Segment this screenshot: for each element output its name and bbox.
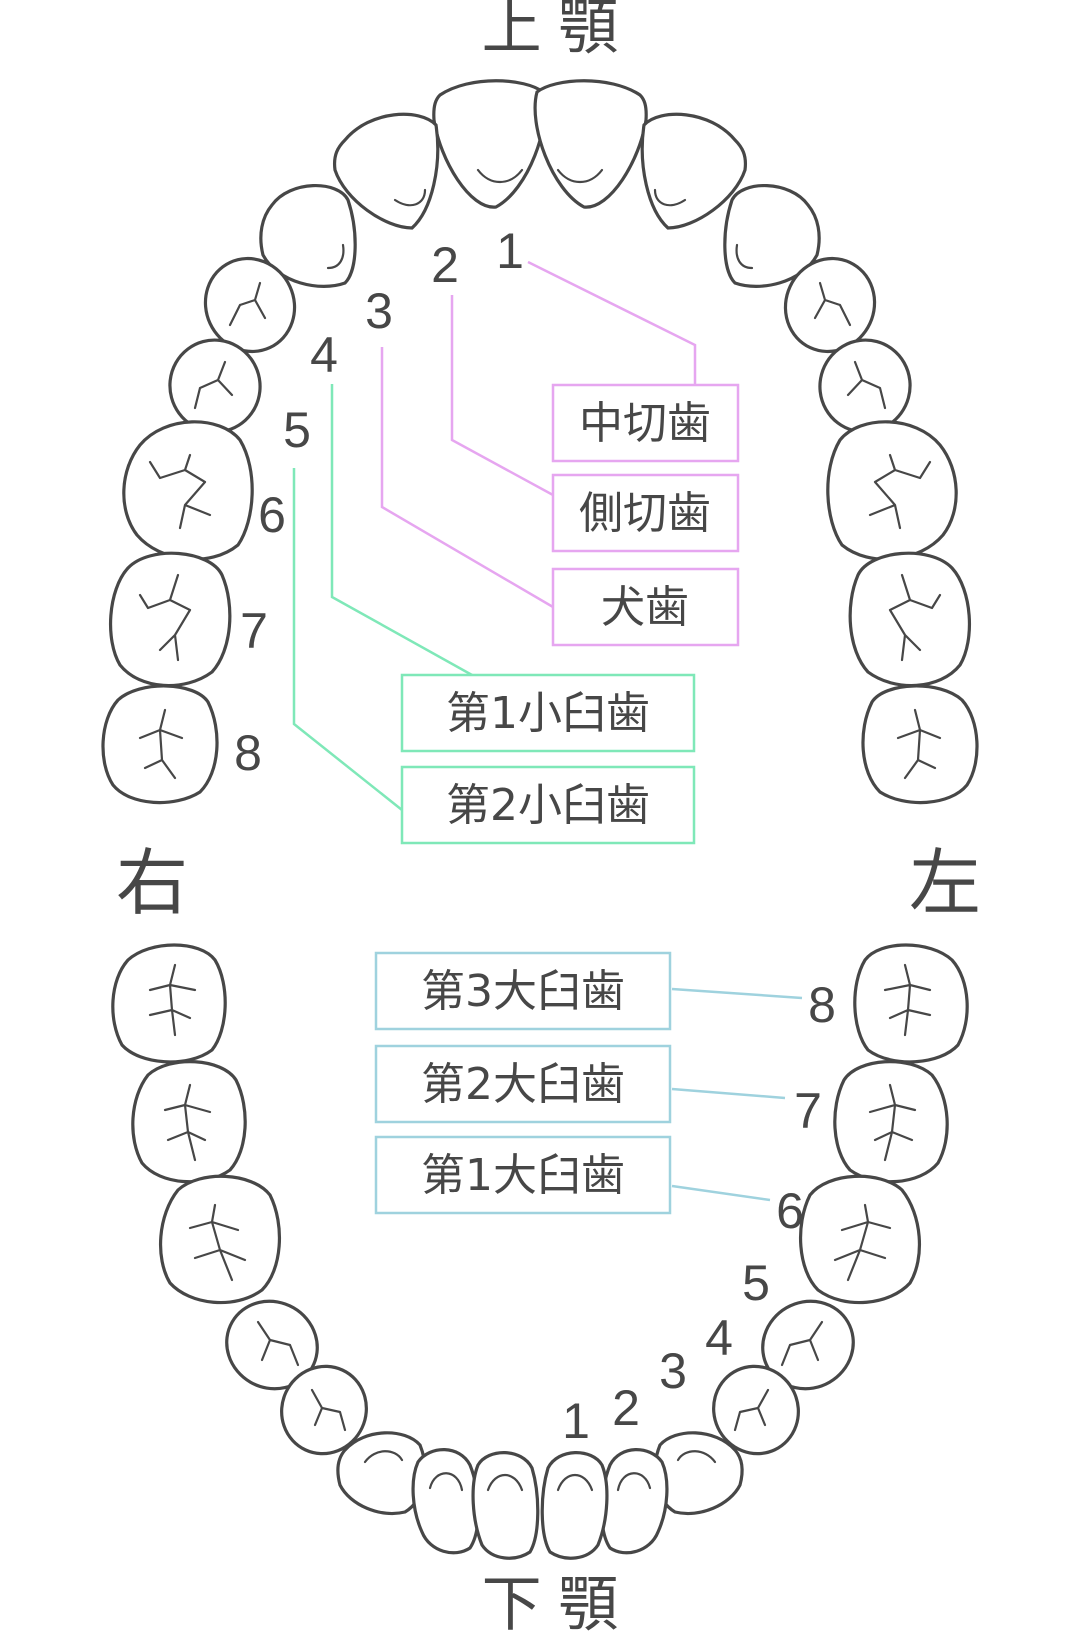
lower-number-3: 3	[659, 1343, 687, 1399]
lower-number-8: 8	[808, 977, 836, 1033]
third-molar-label: 第3大臼歯	[421, 966, 625, 1017]
upper-left-first-molar	[826, 420, 958, 561]
first-premolar-box: 第1小臼歯	[400, 673, 696, 753]
second-molar-box: 第2大臼歯	[374, 1044, 672, 1124]
third-molar-callout-line	[671, 987, 803, 1000]
second-molar-label: 第2大臼歯	[421, 1059, 625, 1110]
lower-number-1: 1	[562, 1393, 590, 1449]
lower-right-first-premolar	[280, 1364, 368, 1456]
lower-number-7: 7	[794, 1083, 822, 1139]
central-incisor-label: 中切歯	[579, 398, 711, 449]
lateral-incisor-box: 側切歯	[551, 473, 740, 553]
lower-right-third-molar	[111, 943, 227, 1064]
first-molar-callout-line	[671, 1184, 771, 1202]
upper-right-lateral-incisor	[332, 112, 440, 230]
upper-left-central-incisor	[533, 79, 648, 209]
upper-left-second-molar	[848, 551, 971, 688]
upper-number-5: 5	[283, 402, 311, 458]
upper-number-3: 3	[365, 283, 393, 339]
upper-number-4: 4	[310, 327, 338, 383]
lower-jaw-label: 下 顎	[482, 1571, 619, 1636]
central-incisor-callout-line	[527, 260, 697, 385]
lower-left-third-molar	[853, 943, 969, 1064]
upper-right-second-molar	[109, 551, 232, 688]
upper-left-canine	[723, 183, 821, 288]
lower-arch	[111, 943, 969, 1560]
upper-number-8: 8	[234, 725, 262, 781]
lower-right-canine	[336, 1431, 427, 1515]
right-side-label: 右	[116, 844, 188, 924]
lower-right-lateral-incisor	[411, 1448, 480, 1555]
lower-left-lateral-incisor	[600, 1448, 669, 1555]
first-molar-box: 第1大臼歯	[374, 1135, 672, 1215]
lower-left-second-molar	[833, 1060, 949, 1184]
upper-tooth-numbers: 1 2 3 4 5 6 7 8	[234, 223, 524, 781]
lower-tooth-numbers: 1 2 3 4 5 6 7 8	[562, 977, 836, 1449]
lower-left-first-premolar	[712, 1364, 800, 1456]
upper-number-1: 1	[496, 223, 524, 279]
lower-number-2: 2	[612, 1380, 640, 1436]
lower-tooth-name-boxes: 第3大臼歯 第2大臼歯 第1大臼歯	[374, 951, 672, 1215]
upper-left-third-molar	[861, 684, 979, 805]
left-side-label: 左	[909, 844, 981, 924]
lower-right-central-incisor	[471, 1451, 540, 1560]
upper-tooth-name-boxes: 中切歯 側切歯 犬歯 第1小臼歯 第2小臼歯	[400, 383, 740, 845]
upper-number-2: 2	[431, 237, 459, 293]
upper-left-lateral-incisor	[640, 112, 748, 230]
lower-callout-lines	[671, 987, 803, 1202]
lower-number-4: 4	[705, 1310, 733, 1366]
lower-number-6: 6	[776, 1183, 804, 1239]
upper-right-first-molar	[122, 420, 254, 561]
upper-jaw-label: 上 顎	[482, 0, 619, 61]
upper-number-7: 7	[240, 603, 268, 659]
first-premolar-callout-line	[330, 384, 473, 677]
second-molar-callout-line	[671, 1087, 786, 1100]
first-premolar-label: 第1小臼歯	[446, 688, 650, 739]
upper-right-first-premolar	[203, 256, 297, 354]
canine-callout-line	[380, 347, 554, 609]
second-premolar-callout-line	[292, 468, 403, 811]
lateral-incisor-label: 側切歯	[579, 488, 711, 539]
central-incisor-box: 中切歯	[551, 383, 740, 463]
upper-right-third-molar	[101, 684, 219, 805]
first-molar-label: 第1大臼歯	[421, 1150, 625, 1201]
lower-right-first-molar	[159, 1174, 281, 1305]
upper-right-central-incisor	[432, 79, 547, 209]
third-molar-box: 第3大臼歯	[374, 951, 672, 1031]
lower-left-first-molar	[799, 1174, 921, 1305]
lower-right-second-premolar	[225, 1299, 319, 1391]
second-premolar-box: 第2小臼歯	[400, 765, 696, 845]
upper-number-6: 6	[258, 487, 286, 543]
canine-box: 犬歯	[551, 567, 740, 647]
upper-arch	[101, 79, 979, 805]
upper-callout-lines	[292, 260, 697, 811]
upper-right-canine	[259, 183, 357, 288]
lateral-incisor-callout-line	[450, 295, 554, 497]
second-premolar-label: 第2小臼歯	[446, 780, 650, 831]
upper-left-first-premolar	[783, 256, 877, 354]
canine-label: 犬歯	[601, 582, 689, 633]
lower-left-central-incisor	[540, 1451, 609, 1560]
lower-number-5: 5	[742, 1255, 770, 1311]
lower-left-canine	[653, 1431, 744, 1515]
lower-right-second-molar	[131, 1060, 247, 1184]
